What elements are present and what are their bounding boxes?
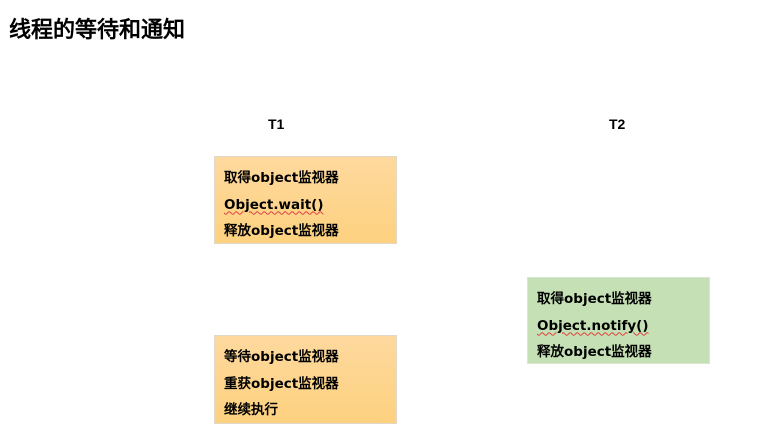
t1-acquire-box: 取得object监视器 Object.wait() 释放object监视器	[214, 156, 397, 244]
step: Object.notify()	[537, 317, 649, 334]
step: Object.wait()	[224, 196, 324, 213]
step: 取得object监视器	[224, 170, 339, 186]
slide-title: 线程的等待和通知	[9, 18, 186, 43]
t1-resume-box: 等待object监视器 重获object监视器 继续执行	[214, 335, 397, 424]
step: 释放object监视器	[537, 344, 652, 360]
t2-notify-box: 取得object监视器 Object.notify() 释放object监视器	[527, 277, 710, 364]
t2-label: T2	[609, 116, 626, 132]
step: 释放object监视器	[224, 223, 339, 239]
step: 继续执行	[224, 402, 278, 418]
t1-label: T1	[268, 116, 285, 132]
step: 重获object监视器	[224, 375, 339, 392]
step: 等待object监视器	[224, 349, 339, 365]
step: 取得object监视器	[537, 291, 652, 307]
